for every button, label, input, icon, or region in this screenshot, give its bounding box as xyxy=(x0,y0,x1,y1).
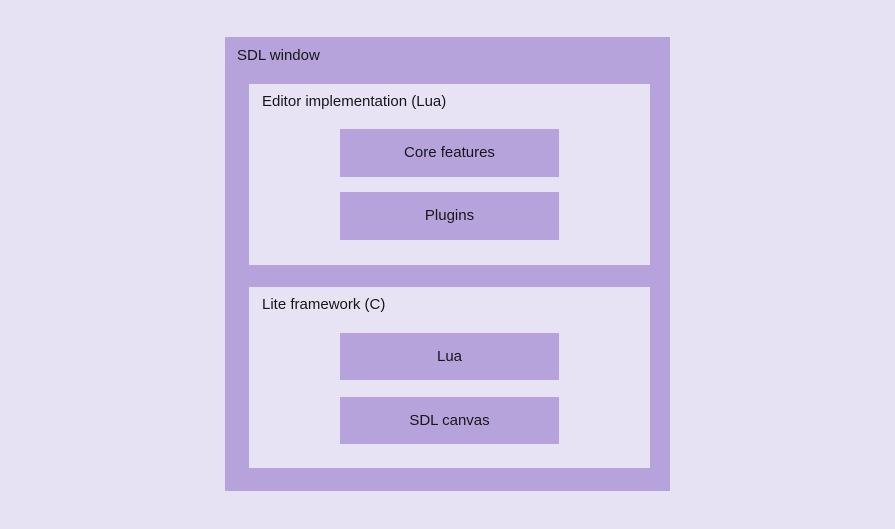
core-features-label: Core features xyxy=(404,144,495,161)
lite-framework-label: Lite framework (C) xyxy=(262,296,386,313)
plugins-label: Plugins xyxy=(424,207,475,224)
lua-block: Lua xyxy=(340,333,559,380)
lite-framework-panel: Lite framework (C) Lua SDL canvas xyxy=(249,287,650,468)
plugins-block: Plugins xyxy=(340,192,559,240)
core-features-block: Core features xyxy=(340,129,559,177)
sdl-window-box: SDL window Editor implementation (Lua) C… xyxy=(225,37,670,491)
lua-label: Lua xyxy=(436,347,463,365)
sdl-canvas-block: SDL canvas xyxy=(340,397,559,444)
sdl-window-label: SDL window xyxy=(237,47,320,64)
editor-implementation-panel: Editor implementation (Lua) Core feature… xyxy=(249,84,650,265)
editor-implementation-label: Editor implementation (Lua) xyxy=(262,93,447,110)
sdl-canvas-label: SDL canvas xyxy=(409,411,490,429)
